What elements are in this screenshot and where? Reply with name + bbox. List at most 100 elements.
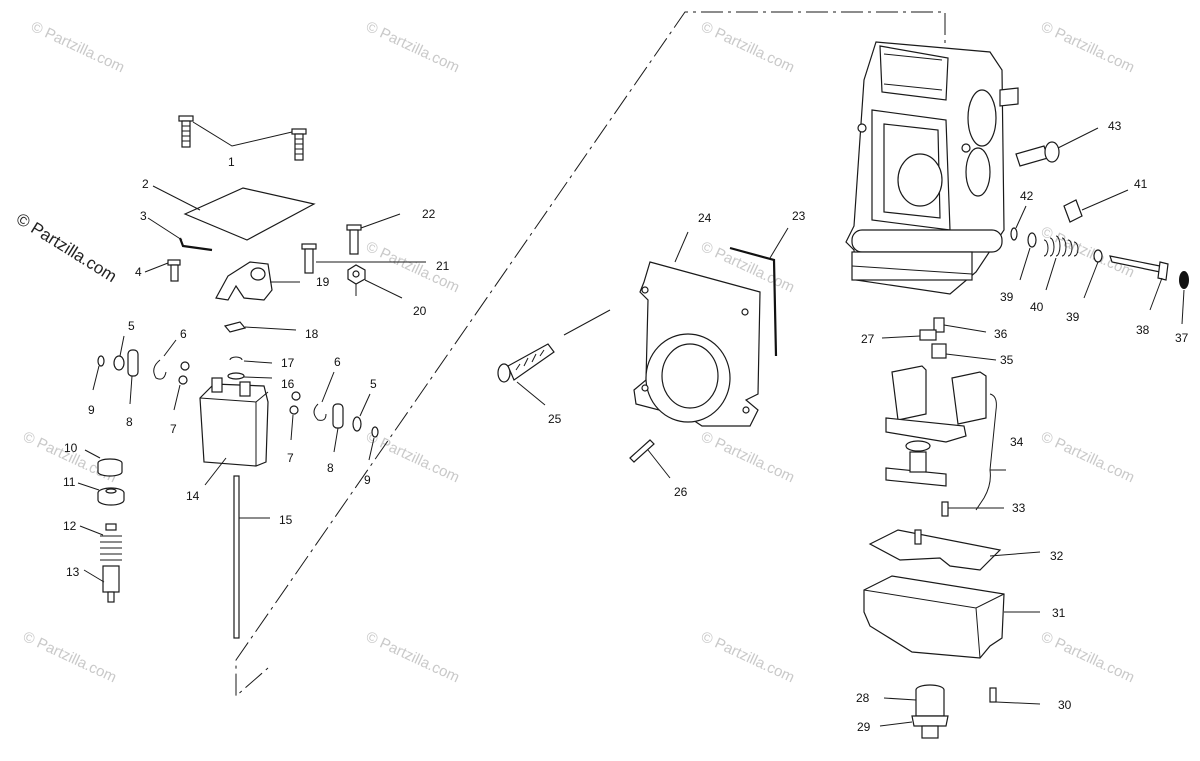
part-22-screw	[346, 213, 401, 255]
callout-2: 2	[142, 177, 149, 191]
watermark: © Partzilla.com	[698, 428, 797, 486]
callout-7: 7	[287, 451, 294, 465]
part-1-screws	[178, 115, 307, 161]
callout-43: 43	[1108, 119, 1122, 133]
part-7-orings-right	[289, 391, 301, 441]
part-11-nut	[77, 482, 125, 506]
carb-body	[845, 41, 1019, 295]
watermark: © Partzilla.com	[1038, 428, 1137, 486]
callout-6: 6	[180, 327, 187, 341]
part-32-gasket	[868, 529, 1041, 571]
callout-39: 39	[1000, 290, 1014, 304]
part-6-spring-left	[153, 339, 177, 380]
assembly-centerline	[235, 11, 946, 698]
part-42-washer	[1010, 205, 1027, 241]
part-19-bracket	[215, 261, 300, 301]
callout-37: 37	[1175, 331, 1189, 345]
part-41-cap	[1063, 189, 1129, 223]
part-38-pilot-screw	[1109, 255, 1169, 311]
part-20-nut	[347, 264, 403, 299]
part-37-cap	[1179, 271, 1189, 325]
part-2-top-plate	[183, 187, 316, 241]
part-34-float	[885, 365, 1006, 511]
part-39-washer-left	[1019, 232, 1037, 281]
part-9-pin-right	[368, 426, 379, 461]
part-13-plunger	[83, 565, 120, 603]
callout-18: 18	[305, 327, 319, 341]
watermark: © Partzilla.com	[1038, 18, 1137, 76]
callout-9: 9	[364, 473, 371, 487]
part-10-cap	[84, 449, 123, 477]
watermark: © Partzilla.com	[363, 428, 462, 486]
part-31-float-bowl	[863, 575, 1040, 659]
callout-11: 11	[63, 475, 76, 489]
callout-3: 3	[140, 209, 147, 223]
callout-5: 5	[370, 377, 377, 391]
callout-22: 22	[422, 207, 436, 221]
watermark: © Partzilla.com	[28, 18, 127, 76]
callout-35: 35	[1000, 353, 1014, 367]
callout-16: 16	[281, 377, 295, 391]
part-8-plate-right	[332, 403, 344, 453]
callout-24: 24	[698, 211, 712, 225]
part-16-ring	[227, 372, 273, 380]
callout-34: 34	[1010, 435, 1024, 449]
callout-32: 32	[1050, 549, 1064, 563]
watermark: © Partzilla.com	[698, 18, 797, 76]
callout-36: 36	[994, 327, 1008, 341]
callout-labels: 1 2 3 4 5 6 9 8 7 10 11 12 13 14 15 16 1…	[63, 119, 1189, 734]
callout-41: 41	[1134, 177, 1148, 191]
part-28-main-jet	[883, 684, 945, 717]
part-43-fitting	[1015, 127, 1099, 167]
callout-23: 23	[792, 209, 806, 223]
callout-33: 33	[1012, 501, 1026, 515]
watermark: © Partzilla.com	[363, 18, 462, 76]
callout-4: 4	[135, 265, 142, 279]
callout-28: 28	[856, 691, 870, 705]
part-39-washer-right	[1083, 249, 1103, 299]
callout-1: 1	[228, 155, 235, 169]
side-watermark: © Partzilla.com	[13, 209, 120, 286]
callout-40: 40	[1030, 300, 1044, 314]
part-24-flange	[633, 231, 761, 427]
callout-38: 38	[1136, 323, 1150, 337]
watermark: © Partzilla.com	[1038, 628, 1137, 686]
callout-31: 31	[1052, 606, 1066, 620]
part-25-screw	[497, 309, 611, 406]
part-17-eclip	[229, 356, 273, 364]
part-29-needle-jet	[879, 715, 949, 739]
callout-14: 14	[186, 489, 200, 503]
callout-42: 42	[1020, 189, 1034, 203]
callout-9: 9	[88, 403, 95, 417]
part-30-screw	[989, 687, 1041, 705]
part-5-washer-right	[352, 393, 371, 432]
part-27-jet-holder	[881, 329, 937, 341]
part-9-pin-left	[92, 355, 105, 391]
callout-29: 29	[857, 720, 871, 734]
watermark: © Partzilla.com	[698, 628, 797, 686]
callout-17: 17	[281, 356, 295, 370]
part-15-jet-needle	[233, 475, 270, 639]
slide-assembly	[77, 115, 426, 639]
callout-26: 26	[674, 485, 688, 499]
callout-6: 6	[334, 355, 341, 369]
part-21-screw	[301, 243, 426, 274]
callout-27: 27	[861, 332, 875, 346]
watermark: © Partzilla.com	[20, 628, 119, 686]
callout-25: 25	[548, 412, 562, 426]
callout-30: 30	[1058, 698, 1072, 712]
part-40-spring	[1043, 235, 1079, 291]
watermark: © Partzilla.com	[363, 628, 462, 686]
carb-body-assembly	[845, 41, 1189, 739]
part-18-clip	[223, 321, 297, 333]
part-8-plate-left	[127, 349, 139, 405]
part-6-spring-right	[313, 371, 335, 421]
callout-20: 20	[413, 304, 427, 318]
callout-39: 39	[1066, 310, 1080, 324]
callout-10: 10	[64, 441, 78, 455]
callout-15: 15	[279, 513, 293, 527]
part-12-spring	[79, 523, 122, 561]
part-33-screw	[941, 501, 1004, 517]
callout-5: 5	[128, 319, 135, 333]
